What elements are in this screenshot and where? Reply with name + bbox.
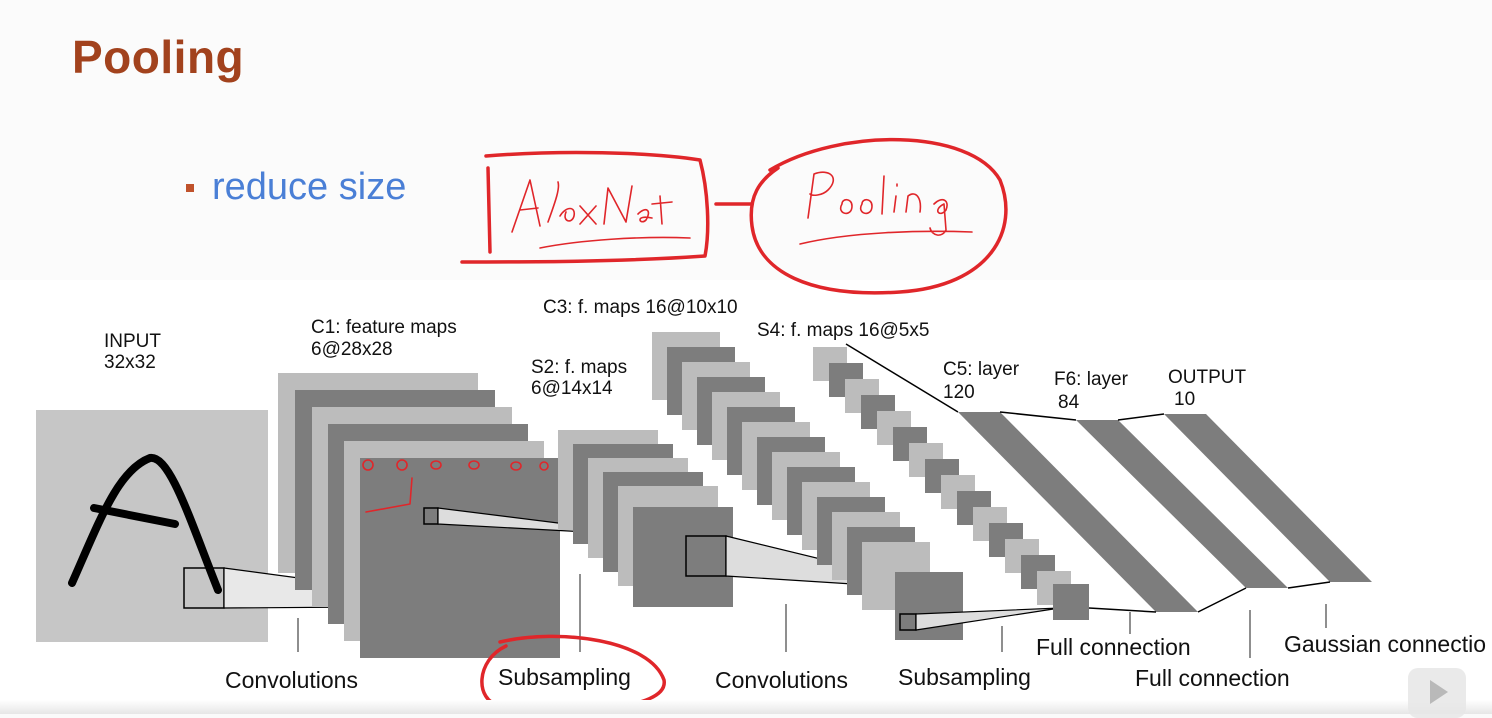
s4-label: S4: f. maps 16@5x5 (757, 320, 930, 341)
op-full-connection-2: Full connection (1135, 665, 1290, 691)
play-icon[interactable] (1408, 668, 1466, 718)
input-label: INPUT (104, 331, 161, 352)
bullet-text: reduce size (212, 166, 407, 208)
c5-label: C5: layer (943, 359, 1020, 380)
output-bar (1164, 414, 1372, 582)
s4-feature-maps (813, 347, 1089, 620)
op-subsampling-1: Subsampling (498, 664, 631, 690)
f6-label: F6: layer (1054, 369, 1128, 390)
c5-bar (958, 412, 1198, 612)
c1-size-label: 6@28x28 (311, 339, 393, 360)
fully-connected-layers (845, 343, 1372, 613)
output-size-label: 10 (1174, 389, 1196, 410)
c3-label: C3: f. maps 16@10x10 (543, 297, 738, 318)
input-image (36, 410, 509, 642)
s2-size-label: 6@14x14 (531, 378, 613, 399)
op-convolutions-1: Convolutions (225, 667, 358, 693)
letter-a-crossbar (90, 504, 179, 528)
bullet-square-icon (186, 183, 194, 192)
f6-size-label: 84 (1058, 392, 1080, 413)
letter-a-stroke (68, 454, 222, 594)
c3-feature-maps (652, 332, 1061, 640)
op-subsampling-2: Subsampling (898, 664, 1031, 690)
c5-size-label: 120 (943, 382, 975, 403)
op-gaussian-connection: Gaussian connectio (1284, 631, 1487, 657)
op-full-connection-1: Full connection (1036, 634, 1191, 660)
slide-title: Pooling (72, 31, 245, 83)
bullet-item: reduce size (186, 166, 406, 209)
bottom-edge (0, 700, 1492, 714)
c1-label: C1: feature maps (311, 317, 457, 338)
c3-projection (915, 607, 1061, 631)
input-size-label: 32x32 (104, 352, 156, 373)
op-convolutions-2: Convolutions (715, 667, 848, 693)
f6-bar (1076, 420, 1288, 588)
output-label: OUTPUT (1168, 367, 1247, 388)
s2-label: S2: f. maps (531, 357, 628, 378)
c1-feature-maps (278, 373, 663, 658)
